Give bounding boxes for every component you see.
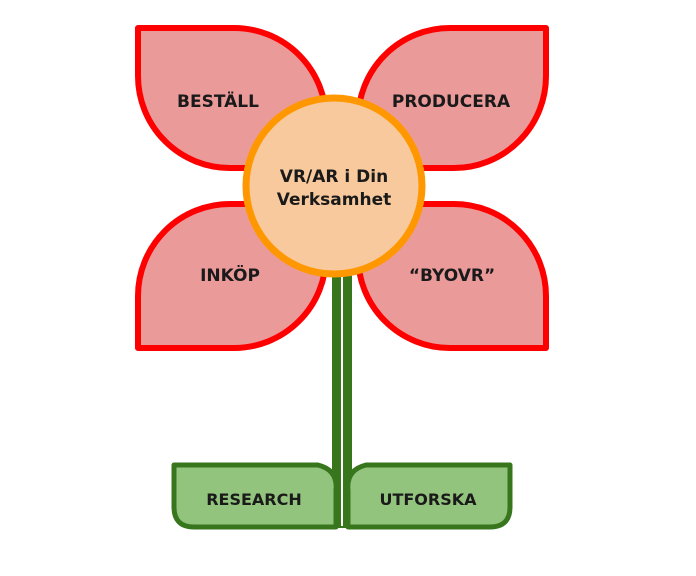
center-label-line2: Verksamhet <box>277 190 392 210</box>
leaf-right-shape <box>345 462 513 530</box>
flower-center-circle <box>242 94 426 278</box>
leaf-right: UTFORSKA <box>345 462 513 530</box>
leaf-label-research: RESEARCH <box>206 490 302 509</box>
leaf-left-shape <box>171 462 339 530</box>
petal-label-producera: PRODUCERA <box>392 92 511 112</box>
leaf-label-utforska: UTFORSKA <box>379 490 477 509</box>
leaf-left: RESEARCH <box>171 462 339 530</box>
stem <box>332 270 352 528</box>
center-label-line1: VR/AR i Din <box>280 167 388 187</box>
petal-label-inkop: INKÖP <box>200 264 260 286</box>
petal-label-byovr: “BYOVR” <box>409 266 495 286</box>
flower-center: VR/AR i Din Verksamhet <box>242 94 426 278</box>
petal-label-bestall: BESTÄLL <box>177 90 259 112</box>
